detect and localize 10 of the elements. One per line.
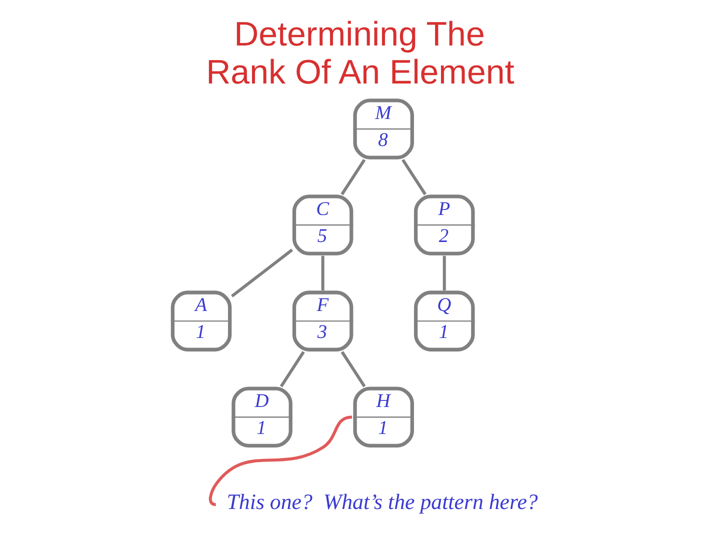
- connector: [442, 256, 446, 290]
- node-text: This one? What’s the pattern here?: [226, 490, 538, 514]
- connector: [401, 158, 426, 196]
- connector: [230, 248, 293, 298]
- diagram-title: Determining The Rank Of An Element: [206, 16, 514, 92]
- connector: [340, 158, 366, 196]
- connector: [208, 416, 352, 506]
- connector: [279, 351, 304, 388]
- connector: [320, 256, 324, 290]
- connector: [340, 351, 366, 388]
